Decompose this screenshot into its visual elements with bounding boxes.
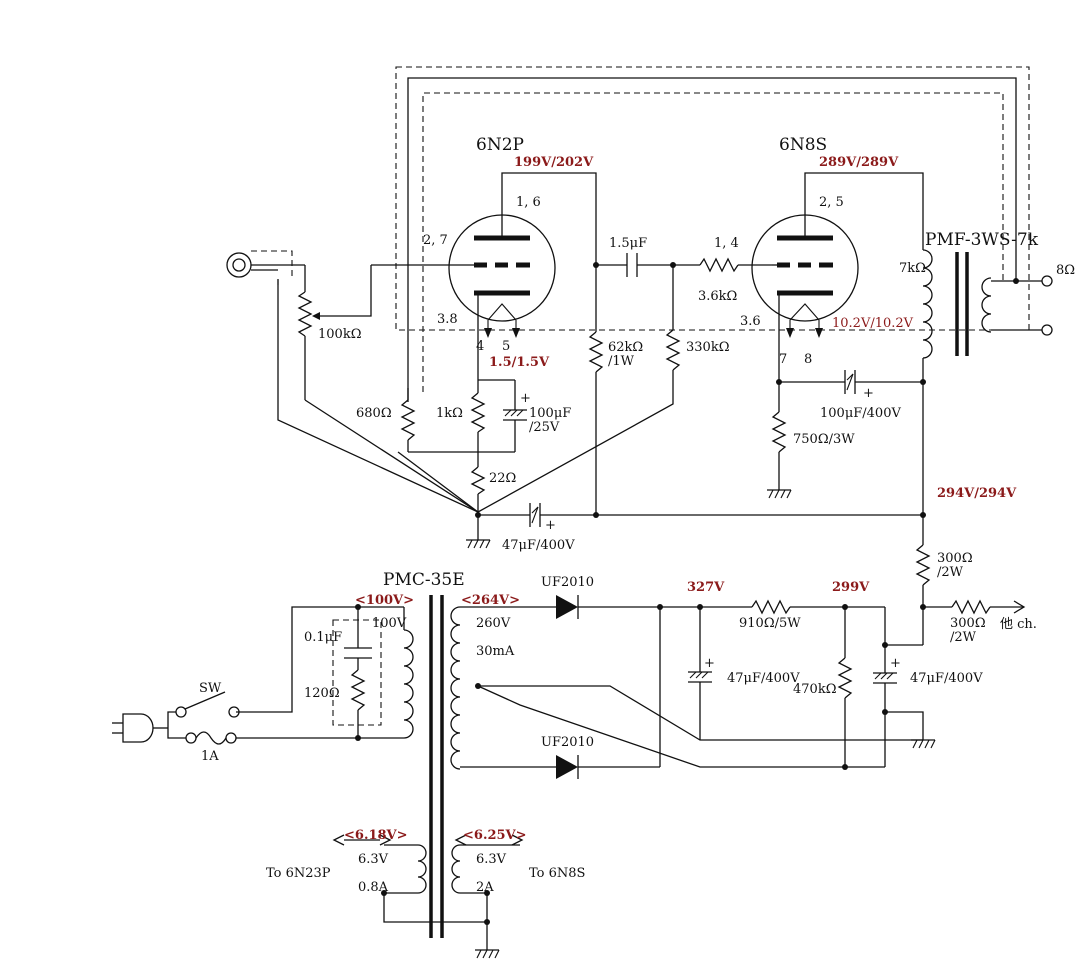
switch-label: SW xyxy=(199,681,222,696)
heater1-measured-voltage: <6.18V> xyxy=(344,828,408,843)
tube1-grid-pins: 2, 7 xyxy=(423,233,448,248)
ground-star xyxy=(466,512,491,549)
r-910-label: 910Ω/5W xyxy=(739,616,801,631)
tube2-cathode-pins: 3.6 xyxy=(740,314,761,329)
diode-bottom-label: UF2010 xyxy=(541,735,594,750)
svg-text:+: + xyxy=(520,391,531,406)
tube2-cathode-voltage: 10.2V/10.2V xyxy=(832,316,914,331)
r-470k-label: 470kΩ xyxy=(793,682,836,697)
output-transformer-name: PMF-3WS-7k xyxy=(925,230,1039,250)
svg-text:+: + xyxy=(863,386,874,401)
tube1-plate-pins: 1, 6 xyxy=(516,195,541,210)
c-coupling-label: 1.5μF xyxy=(609,236,647,251)
heater2-voltage: 6.3V xyxy=(476,852,507,867)
tube2-name: 6N8S xyxy=(779,135,827,155)
power-supply: UF2010 UF2010 260V 30mA <264V> + 47μF/40… xyxy=(450,575,983,779)
power-transformer-name: PMC-35E xyxy=(383,570,465,590)
r-22-label: 22Ω xyxy=(489,471,516,486)
mains-measured-voltage: <100V> xyxy=(355,593,414,608)
tube1-heater-pin-a: 4 xyxy=(476,339,484,354)
v1-cathode-network: 1kΩ 22Ω + 100μF /25V 680Ω xyxy=(356,379,571,540)
interstage: 1.5μF 3.6kΩ 62kΩ /1W 330kΩ xyxy=(477,236,772,515)
input-jack xyxy=(226,250,479,513)
power-transformer: PMC-35E 100V <100V> 0.1μF 120Ω <6.18V> 6… xyxy=(236,570,585,959)
tube2-heater-pin-a: 7 xyxy=(779,352,787,367)
rect-out-voltage: 327V xyxy=(687,580,725,595)
r-300-b-rating: /2W xyxy=(950,630,977,645)
c-47u-b-label: 47μF/400V xyxy=(910,671,983,686)
c-47u-decouple-label: 47μF/400V xyxy=(502,538,575,553)
r-680-label: 680Ω xyxy=(356,406,392,421)
c-100u-25-label: 100μF xyxy=(529,406,571,421)
volume-pot: 100kΩ xyxy=(297,265,479,513)
fuse-label: 1A xyxy=(201,749,219,764)
svg-text:+: + xyxy=(890,656,901,671)
feedback-loop xyxy=(395,66,1030,402)
heater1-destination: To 6N23P xyxy=(266,866,331,881)
r-300-a-rating: /2W xyxy=(937,565,964,580)
b-plus-voltage: 294V/294V xyxy=(937,486,1017,501)
r-300-b-label: 300Ω xyxy=(950,616,986,631)
b-plus-rail: + 47μF/400V 294V/294V 300Ω /2W 300Ω /2W … xyxy=(478,379,1037,645)
primary-voltage: 100V xyxy=(372,616,407,631)
tube2-heater-pin-b: 8 xyxy=(804,352,812,367)
r-62k-label: 62kΩ xyxy=(608,340,643,355)
diode-top-label: UF2010 xyxy=(541,575,594,590)
r-300-a-label: 300Ω xyxy=(937,551,973,566)
r-snubber-label: 120Ω xyxy=(304,686,340,701)
c-100u-400-label: 100μF/400V xyxy=(820,406,901,421)
r-330k-label: 330kΩ xyxy=(686,340,729,355)
hv-measured-voltage: <264V> xyxy=(461,593,520,608)
svg-text:+: + xyxy=(704,656,715,671)
r-62k-rating: /1W xyxy=(608,354,635,369)
r-grid-stop-label: 3.6kΩ xyxy=(698,289,737,304)
c-47u-a-label: 47μF/400V xyxy=(727,671,800,686)
filter-out-voltage: 299V xyxy=(832,580,870,595)
r-1k-label: 1kΩ xyxy=(436,406,463,421)
heater2-current: 2A xyxy=(476,880,494,895)
heater2-measured-voltage: <6.25V> xyxy=(463,828,527,843)
tube1-cathode-pins: 3.8 xyxy=(437,312,458,327)
tube1-heater-pin-b: 5 xyxy=(502,339,510,354)
tube2-grid-pins: 1, 4 xyxy=(714,236,739,251)
c-100u-25-rating: /25V xyxy=(529,420,560,435)
primary-impedance: 7kΩ xyxy=(899,261,926,276)
volume-pot-label: 100kΩ xyxy=(318,327,361,342)
heater2-destination: To 6N8S xyxy=(529,866,585,881)
hv-secondary-voltage: 260V xyxy=(476,616,511,631)
tube2-plate-pins: 2, 5 xyxy=(819,195,844,210)
tube1-cathode-voltage: 1.5/1.5V xyxy=(489,355,550,370)
mains-input: SW 1A xyxy=(112,681,240,764)
heater1-current: 0.8A xyxy=(358,880,389,895)
heater1-voltage: 6.3V xyxy=(358,852,389,867)
tube2-plate-voltage: 289V/289V xyxy=(819,155,899,170)
other-channel-label: 他 ch. xyxy=(1000,617,1037,632)
secondary-impedance: 8Ω xyxy=(1056,263,1075,278)
tube1-name: 6N2P xyxy=(476,135,524,155)
c-snubber-label: 0.1μF xyxy=(304,630,342,645)
v2-cathode-network: + 100μF/400V 750Ω/3W xyxy=(767,370,923,499)
output-transformer: PMF-3WS-7k 7kΩ 8Ω xyxy=(899,230,1075,515)
hv-secondary-current: 30mA xyxy=(476,644,515,659)
svg-text:+: + xyxy=(545,518,556,533)
r-750-label: 750Ω/3W xyxy=(793,432,855,447)
tube-6n8s: 6N8S 2, 5 1, 4 3.6 7 8 289V/289V 10.2V/1… xyxy=(714,135,924,382)
tube1-plate-voltage: 199V/202V xyxy=(514,155,594,170)
tube-6n2p: 6N2P 1, 6 2, 7 3.8 4 5 199V/202V 1.5/1.5… xyxy=(371,135,597,380)
